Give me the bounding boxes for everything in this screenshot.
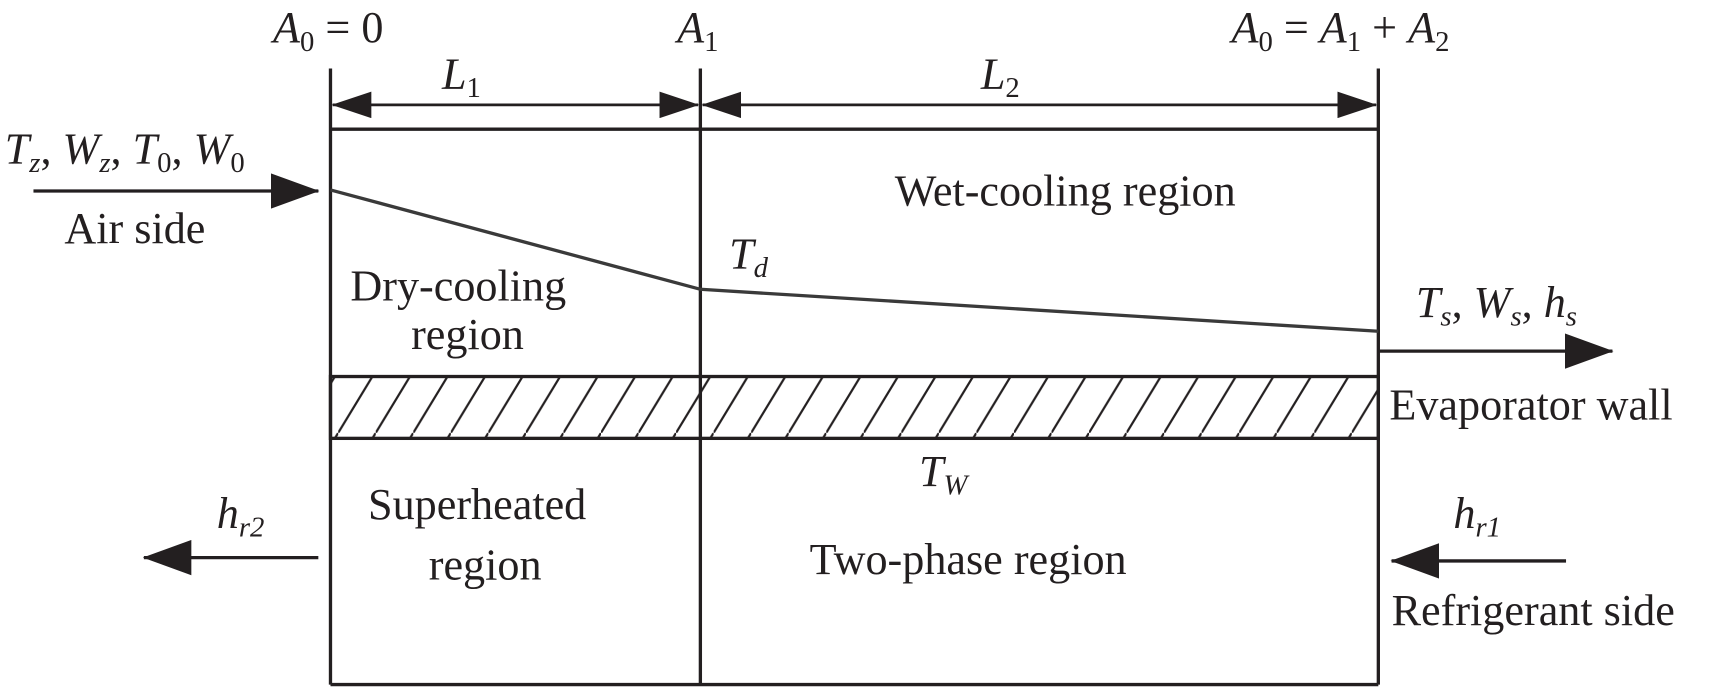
- air-side-label: Air side: [64, 204, 205, 253]
- a0-end-label: A0 = A1 + A2: [1228, 3, 1449, 58]
- structure: [33, 68, 1614, 687]
- a0-start-label: A0 = 0: [270, 3, 383, 58]
- air-temperature-line: [330, 188, 1379, 333]
- refrigerant-side-label: Refrigerant side: [1392, 586, 1675, 635]
- wet-cooling-region-label: Wet-cooling region: [895, 166, 1236, 215]
- hr1-label: hr1: [1453, 489, 1501, 544]
- air-inputs-label: Tz, Wz, T0, W0: [5, 124, 245, 179]
- evaporator-wall-hatch: [328, 374, 1380, 441]
- dry-cooling-region-label-line1: Dry-cooling: [350, 261, 566, 310]
- l1-label: L1: [441, 49, 481, 104]
- superheated-region-label-line2: region: [429, 541, 542, 590]
- td-label: Td: [729, 229, 769, 284]
- evaporator-wall-label: Evaporator wall: [1389, 381, 1672, 430]
- dry-cooling-region-label-line2: region: [411, 310, 524, 359]
- a1-label: A1: [674, 3, 718, 58]
- outlet-label: Ts, Ws, hs: [1416, 278, 1577, 333]
- two-phase-region-label: Two-phase region: [810, 535, 1127, 584]
- l2-label: L2: [980, 49, 1020, 104]
- superheated-region-label-line1: Superheated: [368, 480, 586, 529]
- tw-label: TW: [919, 447, 971, 502]
- hr2-label: hr2: [217, 489, 265, 544]
